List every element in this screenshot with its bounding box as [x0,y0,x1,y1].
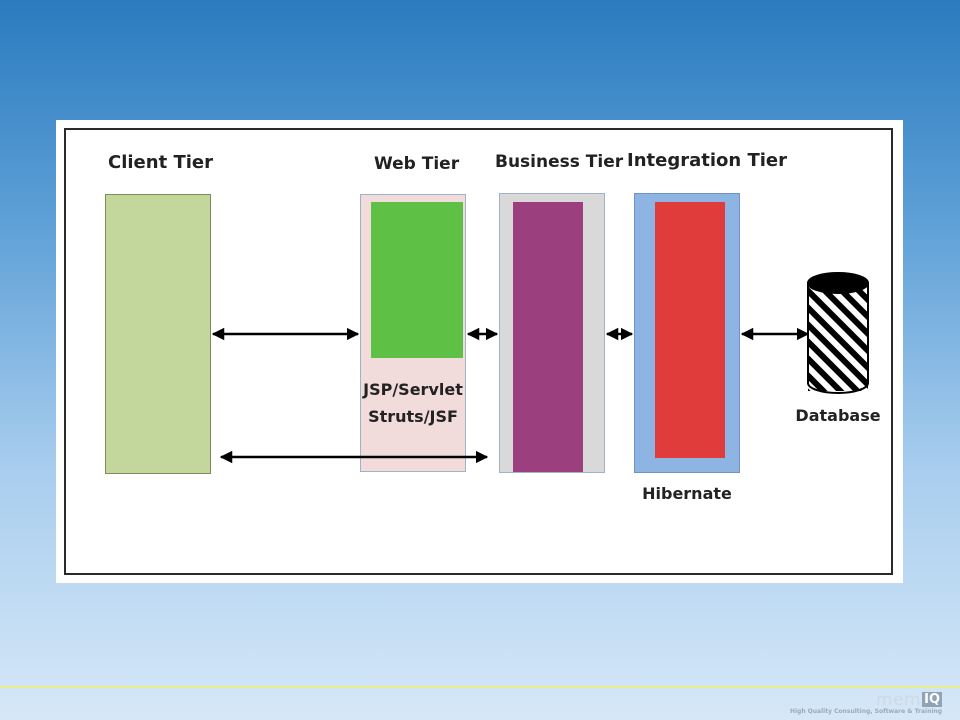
web-tier-box [360,194,466,472]
integration-tier-inner-box [655,202,725,458]
integration-tier-box [634,193,740,473]
web-tier-tech-line1: JSP/Servlet [363,380,463,399]
client-tier-box [105,194,211,474]
database-label: Database [795,406,881,425]
integration-tier-title: Integration Tier [627,150,787,171]
diagram-panel: Client Tier Web Tier Business Tier Integ… [56,120,903,583]
database-cylinder [807,272,869,394]
business-tier-title: Business Tier [495,152,624,172]
business-tier-inner-box [513,202,583,472]
business-tier-box [499,193,605,473]
integration-tier-tech: Hibernate [642,484,732,503]
web-tier-title: Web Tier [374,154,460,174]
footer-divider [0,686,960,688]
logo-badge: IQ [922,692,942,707]
logo-text: mem [876,690,922,710]
web-tier-inner-box [371,202,463,358]
diagram-frame [64,128,893,575]
client-tier-title: Client Tier [108,152,213,173]
web-tier-tech-line2: Struts/JSF [368,407,458,426]
logo-tagline: High Quality Consulting, Software & Trai… [789,708,942,715]
diagram-connectors [211,272,869,464]
